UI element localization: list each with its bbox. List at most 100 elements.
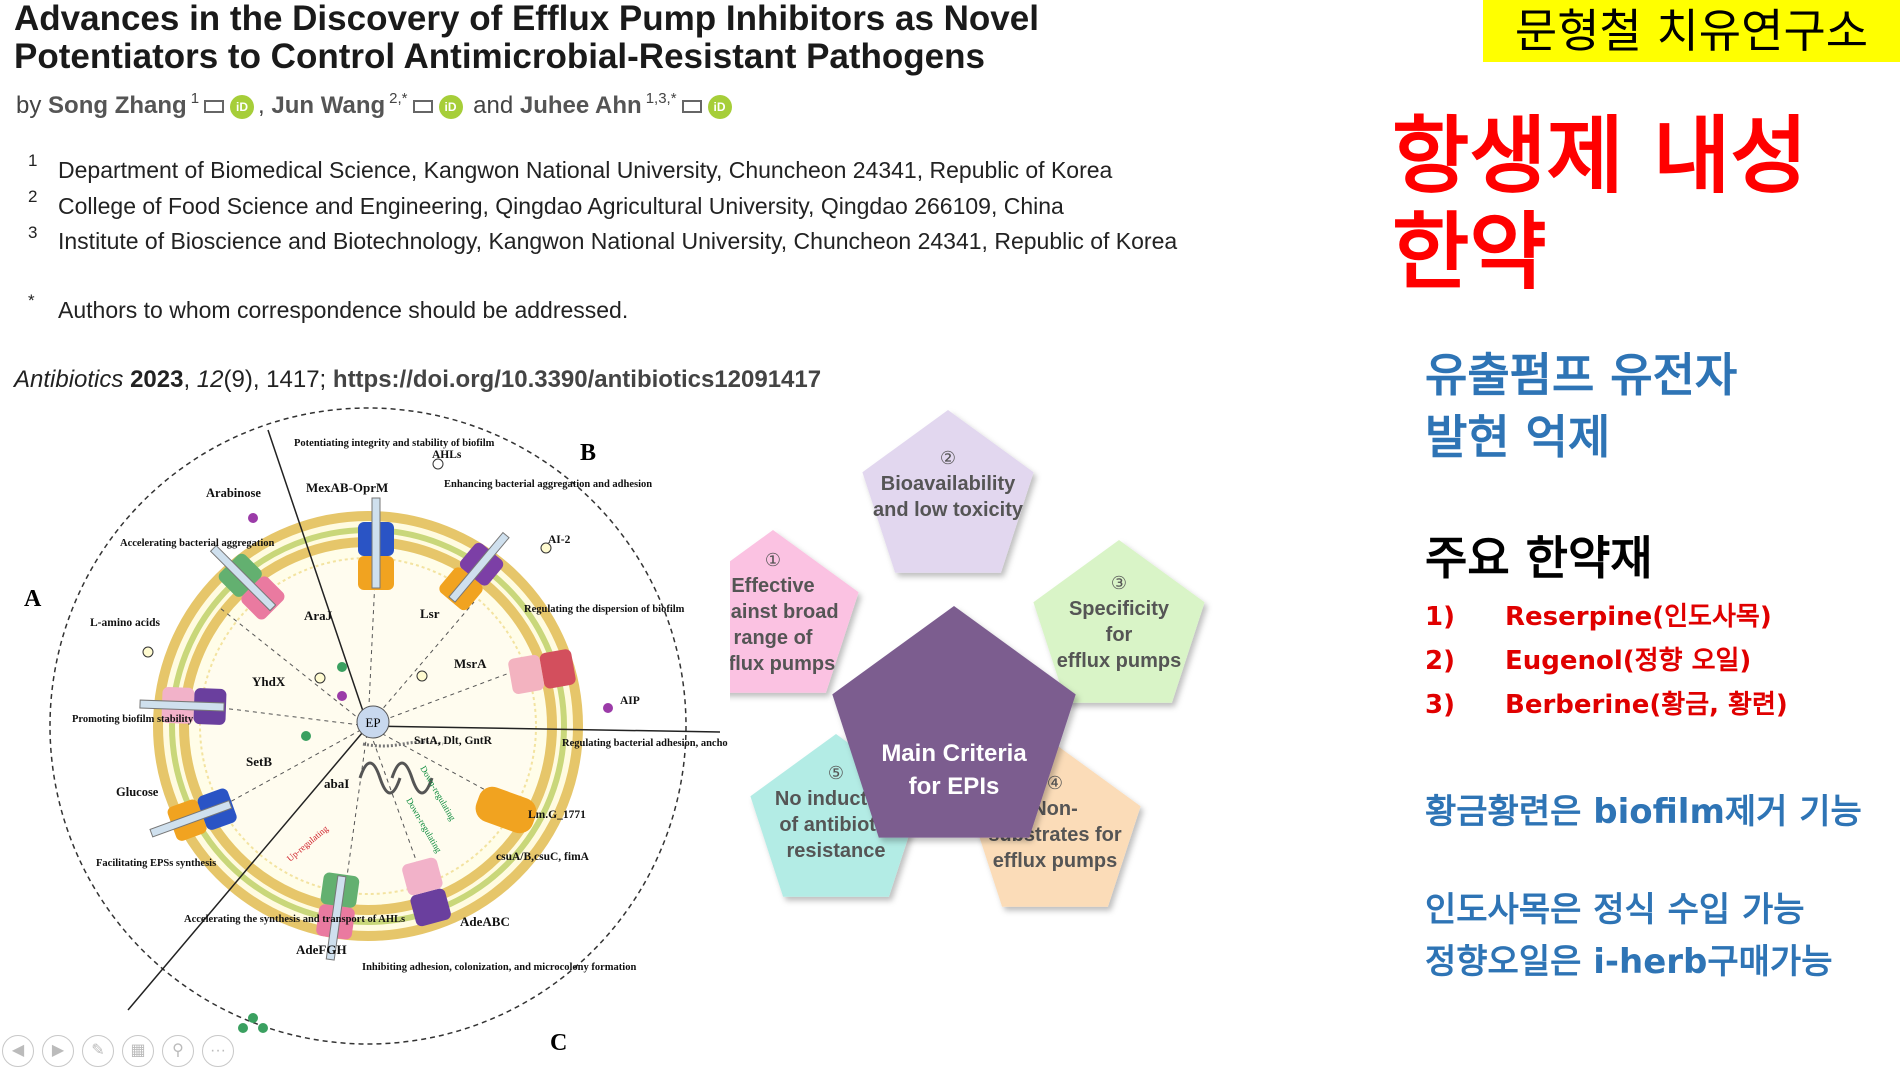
fig-label: Regulating the dispersion of biofilm	[524, 604, 685, 615]
criteria-label: efflux pumps	[993, 850, 1117, 872]
outer-boundary	[49, 407, 687, 1045]
fig-label: Arabinose	[206, 486, 261, 500]
criteria-pentagon	[862, 410, 1034, 573]
fig-label: abaI	[324, 776, 349, 791]
pump-yhdx	[139, 687, 227, 725]
fig-label: Accelerating the synthesis and transport…	[184, 914, 405, 925]
divider-line	[267, 429, 369, 727]
pump-araj	[209, 544, 285, 620]
ep-label: EP	[365, 715, 380, 730]
criteria-number: ④	[1047, 773, 1063, 793]
fig-label: AHLs	[432, 449, 462, 461]
fig-label: Promoting biofilm stability	[72, 714, 194, 725]
panel-label-c: C	[550, 1030, 567, 1056]
pen-icon[interactable]: ✎	[82, 1035, 114, 1067]
fig-label: Inhibiting adhesion, colonization, and m…	[362, 962, 636, 973]
mail-icon[interactable]	[681, 100, 702, 113]
fig-label: Lsr	[420, 606, 440, 621]
herb-item: 3)Berberine(황금, 황련)	[1425, 690, 1788, 720]
paper-title: Advances in the Discovery of Efflux Pump…	[14, 0, 1039, 76]
fig-label: Lm.G_1771	[528, 809, 586, 821]
note-iherb: 정향오일은 i-herb구매가능	[1425, 942, 1833, 982]
pump-adefgh	[316, 872, 360, 961]
author-link[interactable]: Jun Wang	[271, 92, 386, 119]
criteria-number: ②	[940, 448, 956, 468]
herbs-title: 주요 한약재	[1425, 531, 1653, 585]
criteria-pentagon	[1033, 540, 1205, 703]
fig-label: Facilitating EPSs synthesis	[96, 858, 216, 869]
fig-label: AdeABC	[460, 914, 510, 929]
criteria-number: ⑤	[828, 763, 844, 783]
criteria-label: and low toxicity	[873, 499, 1024, 521]
panel-label-a: A	[24, 586, 42, 612]
fig-label: AI-2	[548, 534, 571, 546]
fig-label: Potentiating integrity and stability of …	[294, 438, 495, 449]
slide-sorter-icon[interactable]: ▦	[122, 1035, 154, 1067]
gene-icon	[358, 761, 434, 795]
mail-icon[interactable]	[412, 100, 433, 113]
epi-criteria-diagram: ② Bioavailability and low toxicity ① Effecti…	[730, 410, 1205, 907]
author-link[interactable]: Song Zhang	[48, 92, 187, 119]
fig-label: Accelerating bacterial aggregation	[120, 538, 275, 549]
criteria-number: ①	[765, 550, 781, 570]
criteria-label: resistance	[787, 840, 886, 862]
orcid-icon[interactable]: iD	[707, 95, 732, 119]
fig-label: MexAB-OprM	[306, 480, 388, 495]
criteria-pentagon	[730, 530, 859, 693]
criteria-label: Bioavailability	[881, 473, 1016, 495]
fig-label: AIP	[620, 695, 640, 707]
pump-mexab	[358, 497, 394, 590]
criteria-number: ③	[1111, 573, 1127, 593]
fig-label: Glucose	[116, 785, 159, 799]
pump-lmg1771	[475, 786, 537, 834]
note-biofilm: 황금황련은 biofilm제거 기능	[1425, 792, 1862, 832]
gene-icon	[362, 740, 444, 748]
criteria-label: Effective	[731, 575, 814, 597]
subheadline: 유출펌프 유전자 발현 억제	[1425, 348, 1738, 464]
fig-label: SetB	[246, 754, 272, 769]
fig-label: L-amino acids	[90, 617, 160, 629]
fig-label: Regulating bacterial adhesion, anchoring…	[562, 738, 728, 749]
citation: Antibiotics 2023, 12(9), 1417; https://d…	[14, 366, 822, 393]
criteria-shapes: ② Bioavailability and low toxicity ① Effecti…	[730, 410, 1205, 907]
criteria-item: ③ Specificity for efflux pumps	[1033, 540, 1205, 703]
fig-label: YhdX	[252, 674, 286, 689]
fig-label: csuA/B,csuC, fimA	[496, 851, 590, 863]
divider-line	[367, 725, 721, 733]
panel-label-b: B	[580, 440, 596, 466]
criteria-label: against broad	[730, 601, 839, 623]
next-slide-icon[interactable]: ▶	[42, 1035, 74, 1067]
criteria-label: Specificity	[1069, 598, 1170, 620]
previous-slide-icon[interactable]: ◀	[2, 1035, 34, 1067]
orcid-icon[interactable]: iD	[438, 95, 463, 119]
criteria-item: ② Bioavailability and low toxicity	[862, 410, 1034, 573]
pump-msra	[508, 649, 576, 694]
fig-label: Enhancing bacterial aggregation and adhe…	[444, 479, 652, 490]
more-options-icon[interactable]: ···	[202, 1035, 234, 1067]
fig-label: AraJ	[304, 608, 333, 623]
molecule-dots	[142, 458, 613, 1033]
orcid-icon[interactable]: iD	[230, 95, 255, 119]
pump-lsr	[439, 531, 510, 611]
doi-link[interactable]: https://doi.org/10.3390/antibiotics12091…	[332, 366, 822, 393]
fig-label: MsrA	[454, 656, 487, 671]
fig-label: AdeFGH	[296, 942, 347, 957]
author-link[interactable]: Juhee Ahn	[519, 92, 642, 119]
note-import: 인도사목은 정식 수입 가능	[1425, 890, 1805, 930]
herb-item: 1)Reserpine(인도사목)	[1425, 602, 1772, 632]
criteria-label: of antibiotic	[779, 814, 892, 836]
criteria-label: efflux pumps	[1057, 650, 1181, 672]
criteria-center-label: Main Criteria	[881, 740, 1027, 767]
ep-center	[356, 705, 390, 739]
criteria-label: for	[1106, 624, 1133, 646]
efflux-pump-diagram: EP A B C Potentiating integrity and stab…	[24, 407, 728, 1056]
divider-line	[127, 725, 369, 1011]
pump-setb	[149, 788, 237, 841]
mail-icon[interactable]	[204, 100, 225, 113]
criteria-label: range of	[734, 627, 813, 649]
fig-label: SrtA, Dlt, GntR	[414, 735, 493, 747]
zoom-icon[interactable]: ⚲	[162, 1035, 194, 1067]
